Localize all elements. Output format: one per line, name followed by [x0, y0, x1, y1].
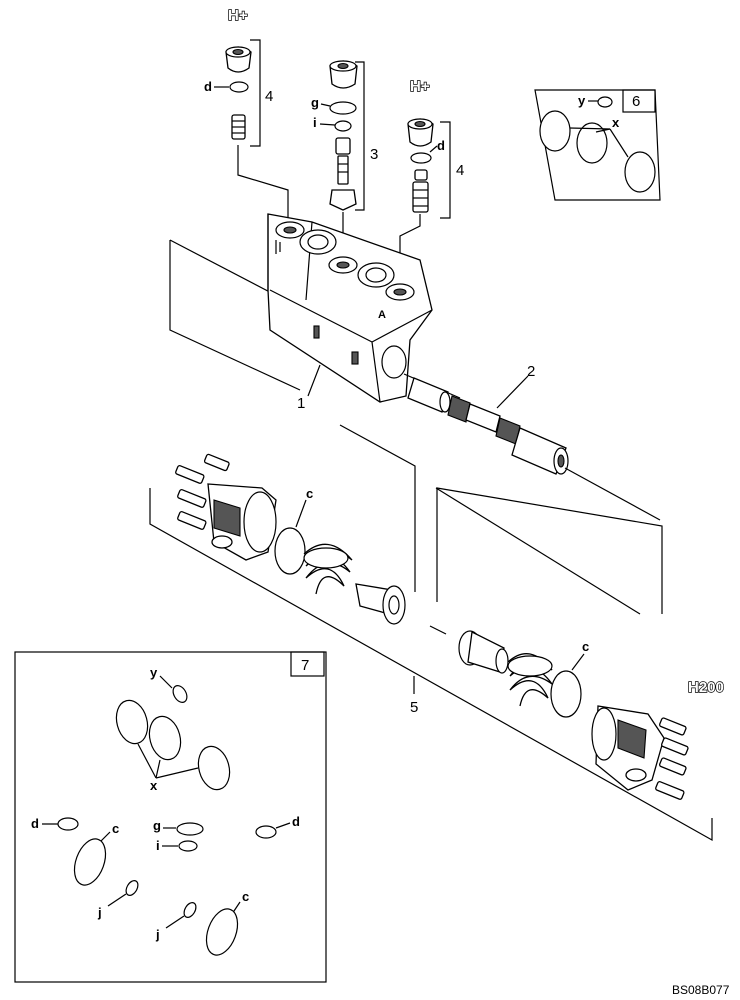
letter-c-right: c	[582, 639, 589, 654]
model-label: H200	[688, 679, 724, 696]
letter-d-top-right: d	[437, 138, 445, 153]
pressure-label-right: H+	[410, 78, 430, 95]
spring-seat-left	[355, 583, 406, 625]
seal-ring-d-right	[410, 152, 432, 164]
callout-2: 2	[527, 363, 535, 380]
kit-7-letter-y: y	[150, 665, 158, 680]
check-valve-left	[225, 46, 289, 228]
letter-d-top-left: d	[204, 79, 212, 94]
axis-bracket-left	[339, 424, 416, 592]
seal-kit-7: 7 y x d c g i d j j c	[14, 651, 327, 983]
relief-valve	[329, 60, 358, 262]
bracket-3	[355, 61, 365, 211]
spring-right	[507, 653, 553, 707]
spring-left	[303, 543, 353, 595]
spool	[403, 373, 661, 521]
kit-6-letter-x: x	[612, 115, 620, 130]
svg-text:A: A	[378, 309, 386, 321]
letter-g-top: g	[311, 95, 319, 110]
callout-4-right: 4	[456, 162, 464, 179]
seal-ring-i	[334, 120, 352, 132]
kit-6-number: 6	[632, 93, 640, 110]
bracket-4-left	[250, 39, 261, 147]
seal-ring-d-left	[229, 81, 249, 93]
drawing-code: BS08B077	[672, 983, 730, 997]
seal-ring-g	[329, 101, 357, 115]
kit-7-letter-j-2: j	[155, 927, 160, 942]
kit-7-number: 7	[301, 657, 309, 674]
kit-7-letter-c-1: c	[112, 821, 119, 836]
pressure-label-left: H+	[228, 7, 248, 24]
letter-c-left: c	[306, 486, 313, 501]
callout-4-left: 4	[265, 88, 273, 105]
seal-ring-c-left	[274, 527, 306, 575]
callout-5: 5	[410, 699, 418, 716]
cap-assembly-left	[149, 453, 713, 842]
kit-7-letter-i: i	[156, 838, 160, 853]
callout-3: 3	[370, 146, 378, 163]
callout-1: 1	[297, 395, 305, 412]
letter-i-top: i	[313, 115, 317, 130]
kit-6-letter-y: y	[578, 93, 586, 108]
cap-bolts-left	[175, 453, 230, 530]
valve-body: A	[169, 213, 433, 403]
kit-7-letter-x: x	[150, 778, 158, 793]
bracket-4-right	[440, 121, 451, 219]
kit-7-letter-j-1: j	[97, 905, 102, 920]
kit-7-letter-d-left: d	[31, 816, 39, 831]
cap-assembly-right	[591, 705, 689, 800]
seal-kit-6: 6 y x	[534, 89, 661, 201]
kit-7-letter-c-2: c	[242, 889, 249, 904]
seal-ring-c-right	[550, 670, 582, 718]
kit-7-letter-g: g	[153, 818, 161, 833]
kit-7-letter-d-right: d	[292, 814, 300, 829]
spring-seat-right	[458, 630, 509, 674]
axis-bracket-right	[436, 487, 663, 614]
check-valve-right	[399, 118, 434, 290]
